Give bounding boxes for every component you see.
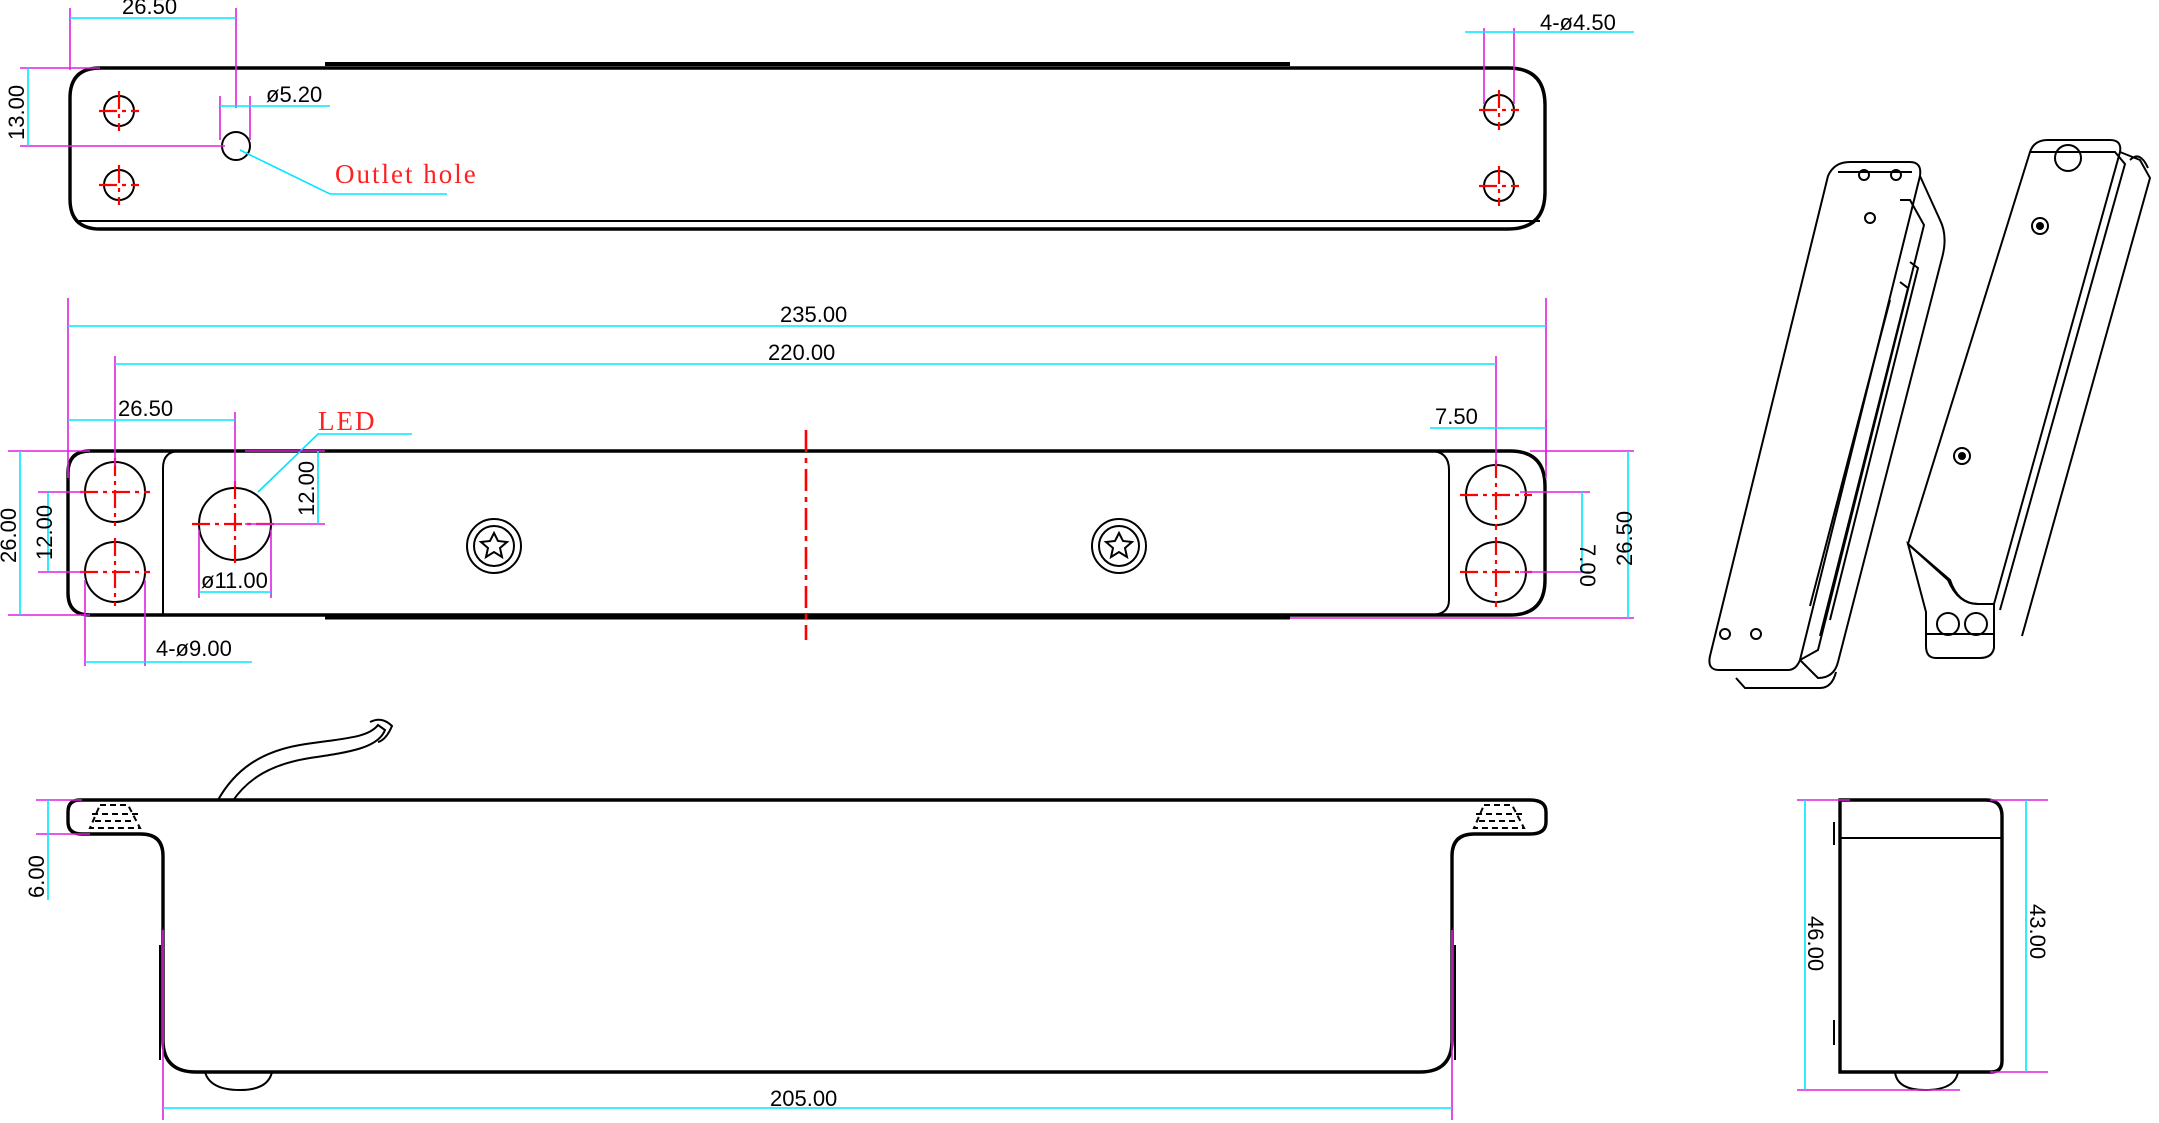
dim-led-dia: ø11.00 (201, 568, 268, 593)
dim-front-right-offset: 7.50 (1435, 404, 1478, 429)
outlet-hole-label: Outlet hole (335, 159, 478, 189)
dim-flange: 6.00 (24, 855, 49, 898)
dim-front-left-offset: 26.50 (118, 396, 173, 421)
front-view: LED 235.00 220.00 26.50 7.50 (0, 298, 1637, 666)
front-view-outline (66, 449, 1547, 617)
end-view-outline (1838, 798, 2004, 1074)
dim-right-pitch: 7.00 (1575, 544, 1600, 587)
dim-top-height: 13.00 (4, 85, 29, 140)
dim-hole-pitch: 12.00 (32, 505, 57, 560)
dim-top-offset: 26.50 (122, 0, 177, 19)
isometric-view-right (1906, 139, 2152, 659)
torx-screw-left (466, 518, 522, 574)
outlet-hole-leader (239, 149, 447, 195)
dim-right-height: 26.50 (1612, 511, 1637, 566)
dim-body-length: 205.00 (770, 1086, 837, 1111)
cable (216, 723, 387, 804)
countersink-left (88, 804, 142, 829)
dim-outlet-dia: ø5.20 (266, 82, 322, 107)
mount-hole-top-right-upper (1479, 90, 1519, 130)
front-view-inner-left (162, 450, 181, 615)
bottom-view: 6.00 205.00 (24, 718, 1548, 1120)
end-view: 46.00 43.00 (1797, 798, 2050, 1092)
dim-top-mount-holes: 4-ø4.50 (1540, 10, 1616, 35)
cable-end (369, 718, 394, 743)
countersink-right (1472, 804, 1526, 829)
bottom-view-outline (66, 798, 1548, 1074)
dim-side-inner: 43.00 (2025, 904, 2050, 959)
mount-hole-top-left-upper (99, 91, 139, 131)
led-label: LED (318, 406, 376, 436)
front-view-inner-right (1429, 450, 1450, 616)
top-view-outline (68, 66, 1547, 231)
front-hole-left-lower (80, 538, 150, 606)
top-view: Outlet hole 26.50 13.00 ø5.20 4-ø4.50 (4, 0, 1634, 231)
isometric-view-left (1708, 161, 1946, 689)
end-view-foot (1894, 1071, 1959, 1092)
mount-hole-top-left-lower (99, 165, 139, 205)
dim-front-height: 26.00 (0, 508, 21, 563)
bottom-foot (204, 1071, 273, 1092)
dim-overall-length: 235.00 (780, 302, 847, 327)
dim-led-offset: 12.00 (294, 461, 319, 516)
dim-front-mount-holes: 4-ø9.00 (156, 636, 232, 661)
torx-screw-right (1091, 518, 1147, 574)
dim-side-outer: 46.00 (1803, 916, 1828, 971)
dim-hole-spacing: 220.00 (768, 340, 835, 365)
mount-hole-top-right-lower (1479, 166, 1519, 206)
led-leader (257, 433, 412, 493)
